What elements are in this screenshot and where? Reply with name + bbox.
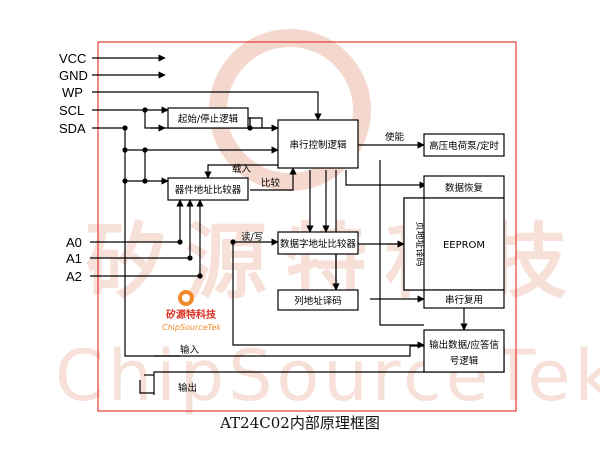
chip-frame xyxy=(97,41,517,412)
block-data-word: 数据字地址比较器 xyxy=(280,238,357,250)
pin-scl: SCL xyxy=(59,103,84,118)
pin-a1: A1 xyxy=(66,251,82,266)
block-page-decode: 页地址译码 xyxy=(414,221,426,266)
block-hv-pump: 高压电荷泵/定时 xyxy=(429,140,499,152)
block-serial-ctrl: 串行控制逻辑 xyxy=(289,139,347,151)
logo-en: ChipSourceTek xyxy=(162,323,221,332)
pin-vcc: VCC xyxy=(59,51,86,66)
block-device-addr: 器件地址比较器 xyxy=(175,184,242,196)
block-output-logic-1: 输出数据/应答信 xyxy=(429,339,499,351)
pin-a2: A2 xyxy=(66,269,82,284)
block-eeprom: EEPROM xyxy=(443,240,485,251)
diagram-caption: AT24C02内部原理框图 xyxy=(220,414,380,432)
block-start-stop: 起始/停止逻辑 xyxy=(178,113,239,125)
label-input: 输入 xyxy=(180,344,200,356)
logo-cn: 矽源特科技 xyxy=(166,308,217,321)
label-load: 载入 xyxy=(232,163,252,175)
block-output-logic-2: 号逻辑 xyxy=(450,355,479,367)
wires xyxy=(90,54,505,395)
label-compare: 比较 xyxy=(261,177,281,189)
label-output: 输出 xyxy=(178,382,197,394)
label-enable: 使能 xyxy=(385,131,405,143)
pin-gnd: GND xyxy=(59,68,88,83)
signal-labels: 使能 载入 比较 读/写 输入 输出 xyxy=(178,131,405,394)
junction-dots xyxy=(122,107,253,279)
watermark: 矽源特科技 ChipSourceTek xyxy=(55,29,600,417)
pin-a0: A0 xyxy=(66,235,82,250)
block-serial-mux: 串行复用 xyxy=(445,294,483,306)
pin-wp: WP xyxy=(62,85,83,100)
block-labels: 起始/停止逻辑 串行控制逻辑 器件地址比较器 数据字地址比较器 列地址译码 高压… xyxy=(175,113,500,367)
block-col-decode: 列地址译码 xyxy=(294,295,342,307)
label-read-write: 读/写 xyxy=(241,231,263,243)
blocks xyxy=(167,107,505,373)
block-data-recovery: 数据恢复 xyxy=(445,182,484,194)
pin-labels: VCC GND WP SCL SDA A0 A1 A2 xyxy=(59,51,88,284)
pin-sda: SDA xyxy=(59,121,86,136)
company-logo: 矽源特科技 ChipSourceTek xyxy=(162,290,221,332)
watermark-en: ChipSourceTek xyxy=(55,335,600,417)
